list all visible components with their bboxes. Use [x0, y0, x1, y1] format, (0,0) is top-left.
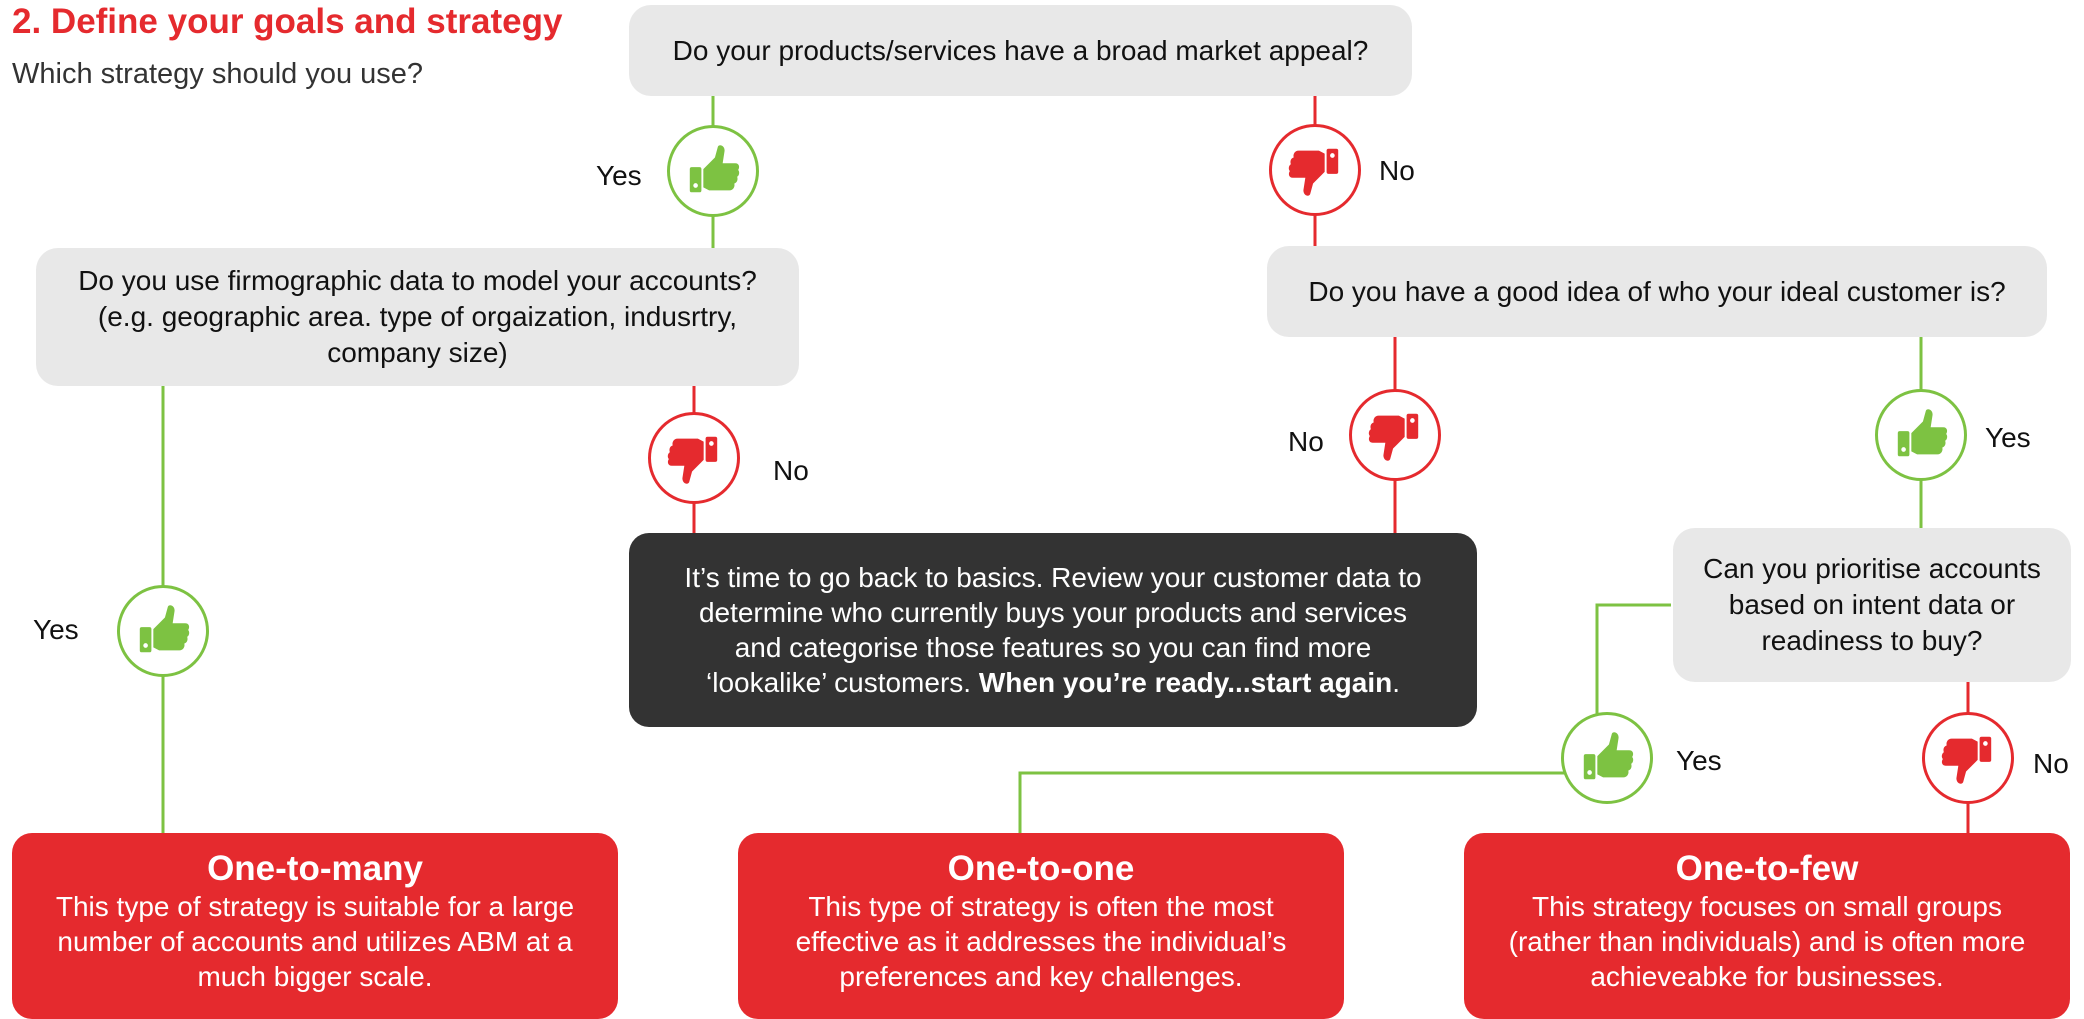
thumbs-down-icon: [667, 436, 718, 484]
thumbs-down-icon: [1941, 736, 1992, 784]
yes-circle: [1875, 389, 1967, 481]
back-to-basics-text: It’s time to go back to basics. Review y…: [684, 562, 1422, 593]
question-text: company size): [327, 337, 508, 368]
question-prioritise: Can you prioritise accounts based on int…: [1673, 528, 2071, 682]
question-text: Do you use firmographic data to model yo…: [78, 265, 757, 296]
answer-label-yes: Yes: [1985, 422, 2031, 453]
back-to-basics-text: ‘lookalike’ customers. When you’re ready…: [706, 665, 1400, 700]
question-text: readiness to buy?: [1761, 625, 1983, 656]
no-circle: [1349, 389, 1441, 481]
thumbs-up-icon: [1583, 732, 1634, 780]
outcome-description: number of accounts and utilizes ABM at a: [57, 926, 573, 957]
outcome-description: effective as it addresses the individual…: [795, 926, 1287, 957]
answer-label-no: No: [1379, 155, 1415, 186]
outcome-description: much bigger scale.: [197, 961, 433, 992]
back-to-basics-text: and categorise those features so you can…: [734, 632, 1372, 663]
yes-circle: [1561, 712, 1653, 804]
thumbs-up-icon: [1897, 409, 1948, 457]
outcome-description: This type of strategy is often the most: [808, 891, 1274, 922]
outcome-title: One-to-one: [947, 849, 1135, 888]
no-circle: [1922, 712, 2014, 804]
outcome-title: One-to-many: [207, 849, 423, 888]
outcome-one-to-few: One-to-few This strategy focuses on smal…: [1464, 833, 2070, 1019]
back-to-basics-box: It’s time to go back to basics. Review y…: [629, 533, 1477, 727]
page-subtitle: Which strategy should you use?: [12, 58, 424, 90]
question-text: Can you prioritise accounts: [1703, 553, 2041, 584]
question-text: (e.g. geographic area. type of orgaizati…: [97, 301, 738, 332]
outcome-title: One-to-few: [1675, 849, 1859, 888]
thumbs-down-icon: [1288, 148, 1339, 196]
question-broad-appeal: Do your products/services have a broad m…: [629, 5, 1412, 96]
thumbs-down-icon: [1368, 413, 1419, 461]
yes-circle: [117, 585, 209, 677]
back-to-basics-text: determine who currently buys your produc…: [698, 597, 1408, 628]
outcome-one-to-many: One-to-many This type of strategy is sui…: [12, 833, 618, 1019]
question-text: based on intent data or: [1728, 589, 2016, 620]
answer-label-yes: Yes: [596, 160, 642, 191]
question-text: Do you have a good idea of who your idea…: [1308, 275, 2006, 307]
answer-label-no: No: [773, 455, 809, 486]
answer-label-yes: Yes: [1676, 745, 1722, 776]
no-circle: [648, 412, 740, 504]
back-to-basics-emphasis: When you’re ready...start again: [978, 667, 1393, 698]
outcome-one-to-one: One-to-one This type of strategy is ofte…: [738, 833, 1344, 1019]
answer-label-yes: Yes: [33, 614, 79, 645]
outcome-description: This strategy focuses on small groups: [1532, 891, 2002, 922]
no-circle: [1269, 124, 1361, 216]
page-title: 2. Define your goals and strategy: [12, 2, 563, 41]
back-to-basics-text-start: ‘lookalike’ customers.: [706, 667, 979, 698]
answer-label-no: No: [1288, 426, 1324, 457]
thumbs-up-icon: [689, 145, 740, 193]
question-text: Do your products/services have a broad m…: [672, 34, 1369, 66]
yes-circle: [667, 125, 759, 217]
outcome-description: achieveabke for businesses.: [1590, 961, 1944, 992]
thumbs-up-icon: [139, 605, 190, 653]
back-to-basics-text-end: .: [1392, 667, 1400, 698]
question-firmographic: Do you use firmographic data to model yo…: [36, 248, 799, 386]
outcome-description: (rather than individuals) and is often m…: [1508, 926, 2026, 957]
outcome-description: preferences and key challenges.: [839, 961, 1243, 992]
answer-label-no: No: [2033, 748, 2069, 779]
question-ideal-customer: Do you have a good idea of who your idea…: [1267, 246, 2047, 337]
outcome-description: This type of strategy is suitable for a …: [55, 891, 575, 922]
